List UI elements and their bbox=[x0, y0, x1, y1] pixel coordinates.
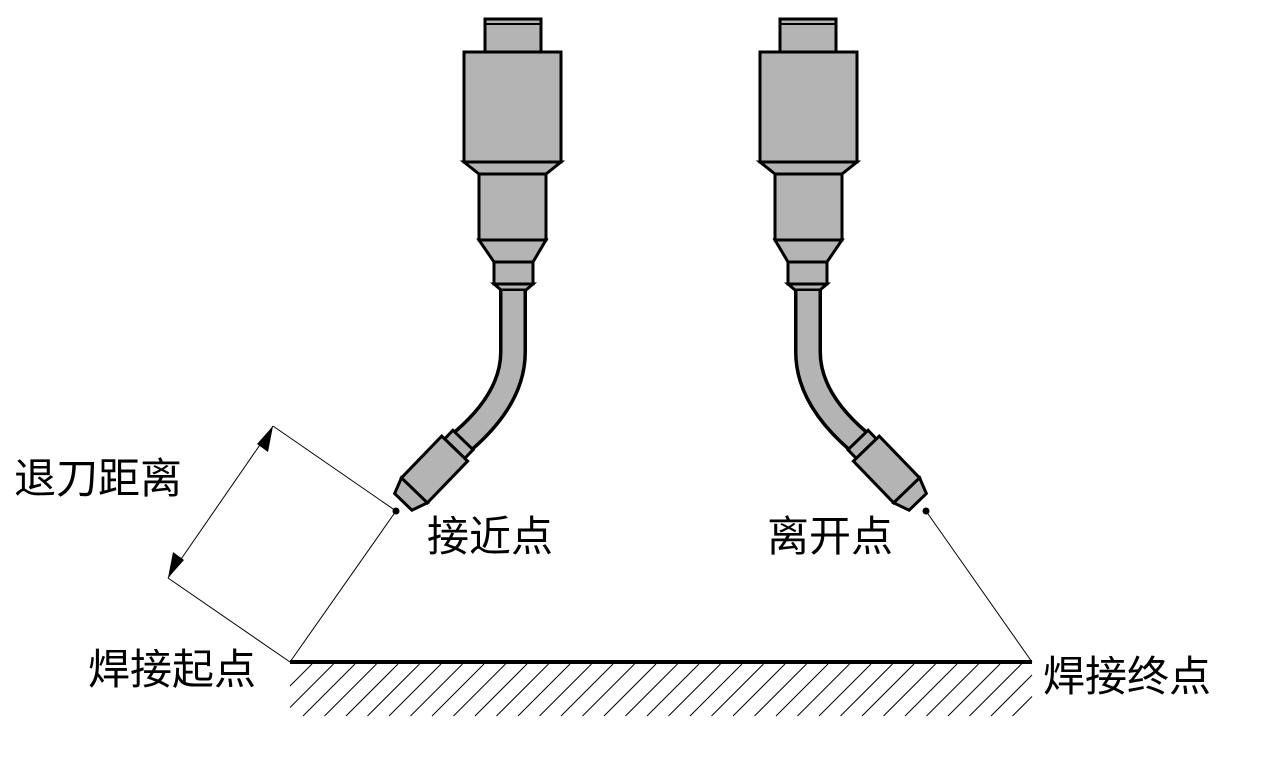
hatch-line bbox=[797, 663, 850, 717]
hatch-line bbox=[474, 663, 528, 717]
hatch-line bbox=[840, 663, 893, 717]
extension-line-bottom bbox=[167, 577, 291, 663]
hatch-line bbox=[947, 663, 1001, 717]
welding-torch-right bbox=[760, 19, 931, 514]
hatch-line bbox=[732, 663, 786, 717]
hatch-line bbox=[388, 663, 442, 717]
leave-point-dot bbox=[922, 507, 930, 515]
label-approach-point: 接近点 bbox=[427, 512, 554, 561]
hatch-line bbox=[539, 663, 592, 717]
hatch-line bbox=[431, 663, 485, 717]
hatch-line bbox=[302, 663, 356, 717]
welding-torch-left bbox=[390, 19, 561, 514]
hatch-line bbox=[625, 663, 678, 717]
hatch-line bbox=[668, 663, 721, 717]
approach-path-line bbox=[289, 510, 397, 663]
hatch-line bbox=[496, 663, 549, 717]
hatch-line bbox=[324, 663, 377, 717]
hatch-line bbox=[926, 663, 979, 717]
hatch-line bbox=[517, 663, 571, 717]
hatch-line bbox=[289, 663, 313, 687]
hatch-line bbox=[367, 663, 420, 717]
hatch-line bbox=[883, 663, 936, 717]
hatch-line bbox=[646, 663, 700, 717]
arrowhead-top bbox=[257, 426, 273, 452]
hatch-line bbox=[453, 663, 506, 717]
hatch-line bbox=[818, 663, 872, 717]
label-weld-start: 焊接起点 bbox=[88, 645, 257, 694]
label-weld-end: 焊接终点 bbox=[1043, 652, 1212, 701]
hatch-line bbox=[990, 674, 1033, 717]
dimension-line bbox=[167, 425, 274, 579]
label-leave-point: 离开点 bbox=[767, 512, 894, 561]
hatch-line bbox=[603, 663, 657, 717]
hatch-line bbox=[711, 663, 764, 717]
workpiece-hatch bbox=[289, 663, 1033, 717]
hatch-line bbox=[345, 663, 399, 717]
hatch-line bbox=[861, 663, 915, 717]
hatch-line bbox=[904, 663, 958, 717]
hatch-line bbox=[410, 663, 463, 717]
extension-line-top bbox=[272, 425, 397, 512]
hatch-line bbox=[689, 663, 743, 717]
hatch-line bbox=[582, 663, 635, 717]
hatch-line bbox=[289, 663, 334, 708]
hatch-line bbox=[969, 663, 1022, 717]
leave-path-line bbox=[925, 510, 1033, 663]
hatch-line bbox=[1012, 696, 1033, 717]
arrowhead-bottom bbox=[168, 552, 184, 578]
hatch-line bbox=[754, 663, 807, 717]
label-retract-distance: 退刀距离 bbox=[14, 454, 183, 503]
hatch-line bbox=[560, 663, 614, 717]
hatch-line bbox=[775, 663, 829, 717]
